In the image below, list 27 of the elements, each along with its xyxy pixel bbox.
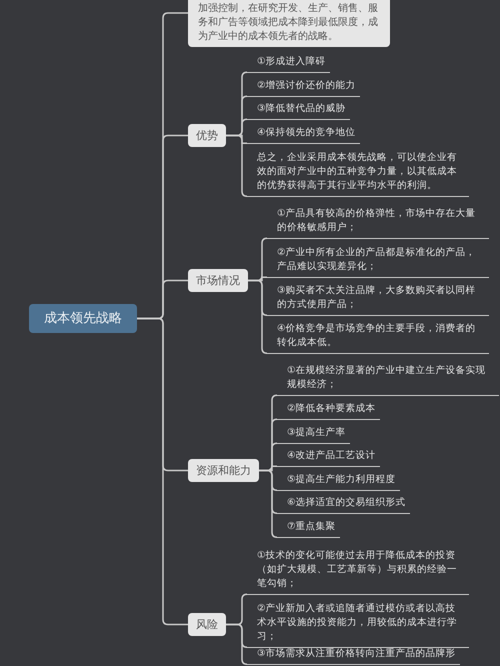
underlined-item: ⑦重点集聚 (277, 520, 340, 538)
underlined-item: ③提高生产率 (277, 426, 350, 444)
underlined-item: ④改进产品工艺设计 (277, 449, 380, 467)
underlined-item: ④保持领先的竞争地位 (247, 126, 360, 144)
underlined-item: ①产品具有较高的价格弹性，市场中存在大量的价格敏感用户； (267, 207, 489, 239)
underlined-item: ①在规模经济显著的产业中建立生产设备实现规模经济； (277, 364, 499, 396)
branch-box: 优势 (188, 124, 226, 147)
branch-box: 资源和能力 (188, 459, 259, 482)
underlined-item: ⑥选择适宜的交易组织形式 (277, 496, 410, 514)
underlined-item: ②增强讨价还价的能力 (247, 79, 360, 97)
underlined-item: ②降低各种要素成本 (277, 402, 380, 420)
underlined-item: ②产业新加入者或追随者通过模仿或者以高技术水平设施的投资能力，用较低的成本进行学习； (247, 602, 469, 648)
underlined-item: ①形成进入障碍 (247, 55, 330, 73)
underlined-item: ③市场需求从注重价格转向注重产品的品牌形 (247, 647, 460, 665)
underlined-item: ②产业中所有企业的产品都是标准化的产品，产品难以实现差异化； (267, 246, 489, 278)
underlined-item: ①技术的变化可能使过去用于降低成本的投资（如扩大规模、工艺革新等）与积累的经验一笔勾销； (247, 549, 469, 595)
connector-line (137, 318, 188, 626)
branch-box: 市场情况 (188, 269, 248, 292)
note-box: 加强控制，在研究开发、生产、销售、服务和广告等领域把成本降到最低限度，成为产业中的成本领先者的战略。 (188, 0, 390, 47)
underlined-item: ③购买者不太关注品牌，大多数购买者以同样的方式使用产品； (267, 284, 489, 316)
connector-line (226, 624, 248, 665)
underlined-item: 总之，企业采用成本领先战略，可以使企业有效的面对产业中的五种竞争力量，以其低成本的优势获得高于其行业平均水平的利润。 (247, 151, 469, 197)
underlined-item: ④价格竞争是市场竞争的主要手段，消费者的转化成本低。 (267, 322, 489, 354)
underlined-item: ③降低替代品的威胁 (247, 102, 350, 120)
underlined-item: ⑤提高生产能力利用程度 (277, 473, 400, 491)
topic-box: 成本领先战略 (29, 304, 137, 333)
branch-box: 风险 (188, 613, 226, 636)
